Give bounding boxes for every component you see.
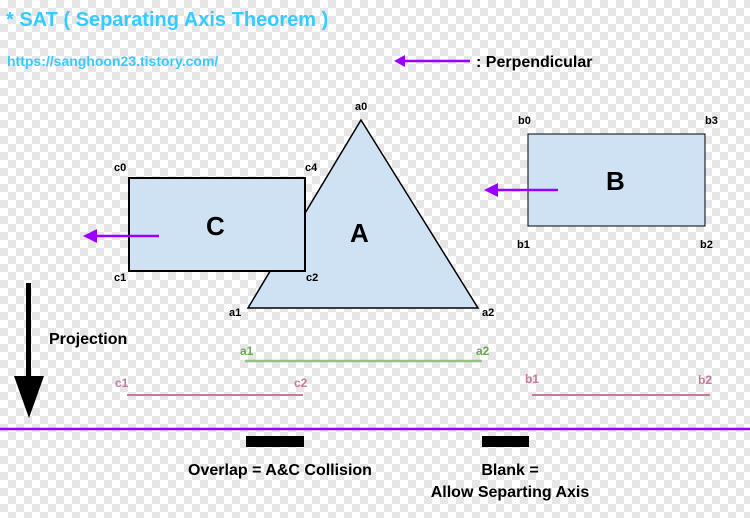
rectangle-b [527, 133, 706, 227]
blank-marker [482, 436, 529, 447]
c-arrow-head [83, 229, 97, 243]
projection-arrow-head [14, 376, 44, 418]
projection-c1-label: c1 [115, 376, 129, 390]
b-arrow-head [484, 183, 498, 197]
vertex-a1: a1 [229, 307, 241, 319]
projection-c2-label: c2 [294, 376, 308, 390]
vertex-c1: c1 [114, 272, 126, 284]
projection-b1-label: b1 [525, 372, 539, 386]
projection-b2-label: b2 [698, 373, 712, 387]
projection-label: Projection [49, 331, 127, 348]
projection-a1-label: a1 [240, 344, 254, 358]
shape-a-label: A [350, 218, 369, 248]
shape-c-label: C [206, 211, 225, 241]
overlap-marker [246, 436, 304, 447]
overlap-caption: Overlap = A&C Collision [188, 462, 372, 479]
diagram-title: * SAT ( Separating Axis Theorem ) [6, 9, 328, 31]
blank-caption-line2: Allow Separting Axis [431, 484, 590, 501]
vertex-a0: a0 [355, 101, 367, 113]
vertex-b2: b2 [700, 239, 713, 251]
vertex-c2: c2 [306, 272, 318, 284]
vertex-c0: c0 [114, 162, 126, 174]
shape-b-label: B [606, 166, 625, 196]
blank-caption-line1: Blank = [481, 462, 538, 479]
vertex-c4: c4 [305, 162, 318, 174]
projection-a2-label: a2 [476, 344, 490, 358]
source-url: https://sanghoon23.tistory.com/ [7, 53, 218, 69]
projection-arrow-shaft [26, 283, 31, 378]
legend-arrow-head [394, 55, 405, 67]
vertex-b1: b1 [517, 239, 530, 251]
vertex-a2: a2 [482, 307, 494, 319]
rectangle-c [128, 177, 306, 272]
legend-perpendicular-label: : Perpendicular [476, 54, 592, 71]
vertex-b3: b3 [705, 115, 718, 127]
vertex-b0: b0 [518, 115, 531, 127]
